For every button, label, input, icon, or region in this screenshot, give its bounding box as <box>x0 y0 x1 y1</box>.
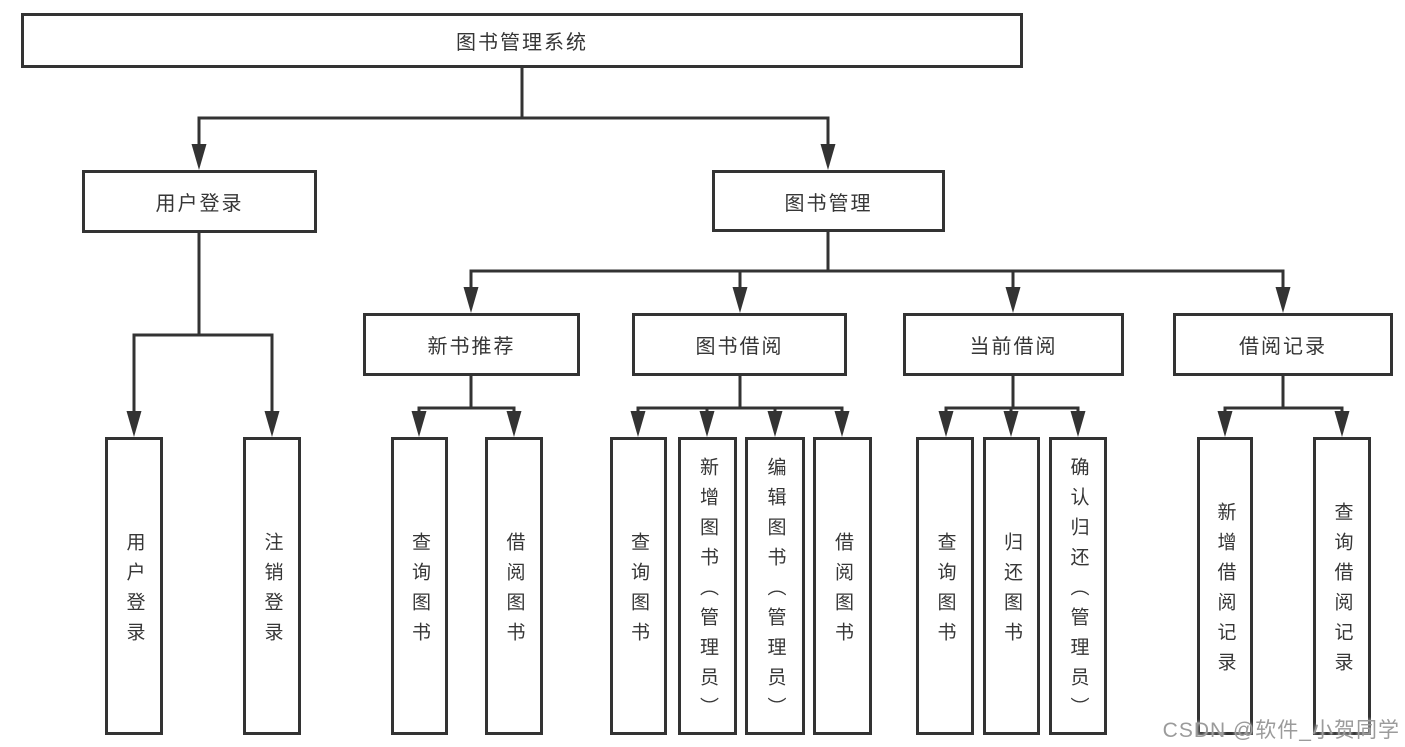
arrowheads <box>126 144 1350 437</box>
connector-borrow-records-to-leaves <box>1223 371 1344 417</box>
leaf-label: 新增借阅记录 <box>1214 501 1236 682</box>
leaf-label: 借阅图书 <box>832 531 853 652</box>
arrow-down-icon <box>126 411 142 437</box>
arrow-down-icon <box>1334 411 1350 437</box>
leaf-label: 借阅图书 <box>503 531 525 652</box>
node-label: 图书借阅 <box>695 336 784 358</box>
leaf-query-books-current: 查询图书 <box>916 437 974 735</box>
leaf-confirm-return-admin: 确认归还（管理员） <box>1049 437 1107 735</box>
arrow-down-icon <box>191 144 207 170</box>
arrow-down-icon <box>411 411 427 437</box>
arrow-down-icon <box>938 411 954 437</box>
node-label: 新书推荐 <box>427 336 516 358</box>
node-label: 图书管理 <box>784 192 873 215</box>
leaf-label: 用户登录 <box>123 531 145 652</box>
connector-new-book-to-leaves <box>417 371 516 417</box>
leaf-label: 查询图书 <box>628 531 649 652</box>
leaf-query-books-borrowing: 查询图书 <box>610 437 667 735</box>
arrow-down-icon <box>767 411 783 437</box>
leaf-label: 查询图书 <box>409 531 430 652</box>
node-user-login: 用户登录 <box>82 170 317 233</box>
leaf-edit-book-admin: 编辑图书（管理员） <box>745 437 805 735</box>
leaf-label: 新增图书（管理员） <box>697 456 718 727</box>
node-label: 借阅记录 <box>1239 336 1327 358</box>
leaf-add-borrow-record: 新增借阅记录 <box>1197 437 1253 735</box>
connector-book-borrow-to-leaves <box>636 371 844 417</box>
arrow-down-icon <box>1003 411 1019 437</box>
leaf-label: 归还图书 <box>1001 531 1022 652</box>
leaf-logout: 注销登录 <box>243 437 301 735</box>
arrow-down-icon <box>463 287 479 313</box>
connector-root-to-level2 <box>197 63 830 152</box>
connector-current-borrow-to-leaves <box>944 371 1080 417</box>
arrow-down-icon <box>630 411 646 437</box>
arrow-down-icon <box>1275 287 1291 313</box>
connector-user-login-to-leaves <box>132 228 274 417</box>
node-label: 用户登录 <box>155 193 244 215</box>
leaf-label: 注销登录 <box>261 531 283 652</box>
leaf-return-books: 归还图书 <box>983 437 1040 735</box>
watermark-csdn: CSDN @软件_小贺同学 <box>1162 719 1400 742</box>
node-current-borrowing: 当前借阅 <box>903 313 1124 376</box>
leaf-query-borrow-record: 查询借阅记录 <box>1313 437 1371 735</box>
arrow-down-icon <box>699 411 715 437</box>
node-label: 图书管理系统 <box>456 32 588 54</box>
node-borrowing-records: 借阅记录 <box>1173 313 1393 376</box>
connector-book-mgmt-to-level3 <box>469 227 1285 293</box>
arrow-down-icon <box>732 287 748 313</box>
arrow-down-icon <box>1070 411 1086 437</box>
leaf-label: 查询图书 <box>934 531 956 652</box>
leaf-query-books-recommend: 查询图书 <box>391 437 448 735</box>
arrow-down-icon <box>1217 411 1233 437</box>
leaf-label: 确认归还（管理员） <box>1067 456 1089 727</box>
leaf-add-book-admin: 新增图书（管理员） <box>678 437 737 735</box>
arrow-down-icon <box>506 411 522 437</box>
arrow-down-icon <box>834 411 850 437</box>
leaf-label: 查询借阅记录 <box>1331 501 1353 682</box>
node-new-book-recommend: 新书推荐 <box>363 313 580 376</box>
arrow-down-icon <box>1005 287 1021 313</box>
leaf-label: 编辑图书（管理员） <box>764 456 786 727</box>
arrow-down-icon <box>820 144 836 170</box>
leaf-borrow-books-borrowing: 借阅图书 <box>813 437 872 735</box>
node-book-borrowing: 图书借阅 <box>632 313 847 376</box>
node-root-system: 图书管理系统 <box>21 13 1023 68</box>
node-label: 当前借阅 <box>969 336 1058 358</box>
node-book-management: 图书管理 <box>712 170 945 232</box>
arrow-down-icon <box>264 411 280 437</box>
leaf-user-login: 用户登录 <box>105 437 163 735</box>
leaf-borrow-books-recommend: 借阅图书 <box>485 437 543 735</box>
